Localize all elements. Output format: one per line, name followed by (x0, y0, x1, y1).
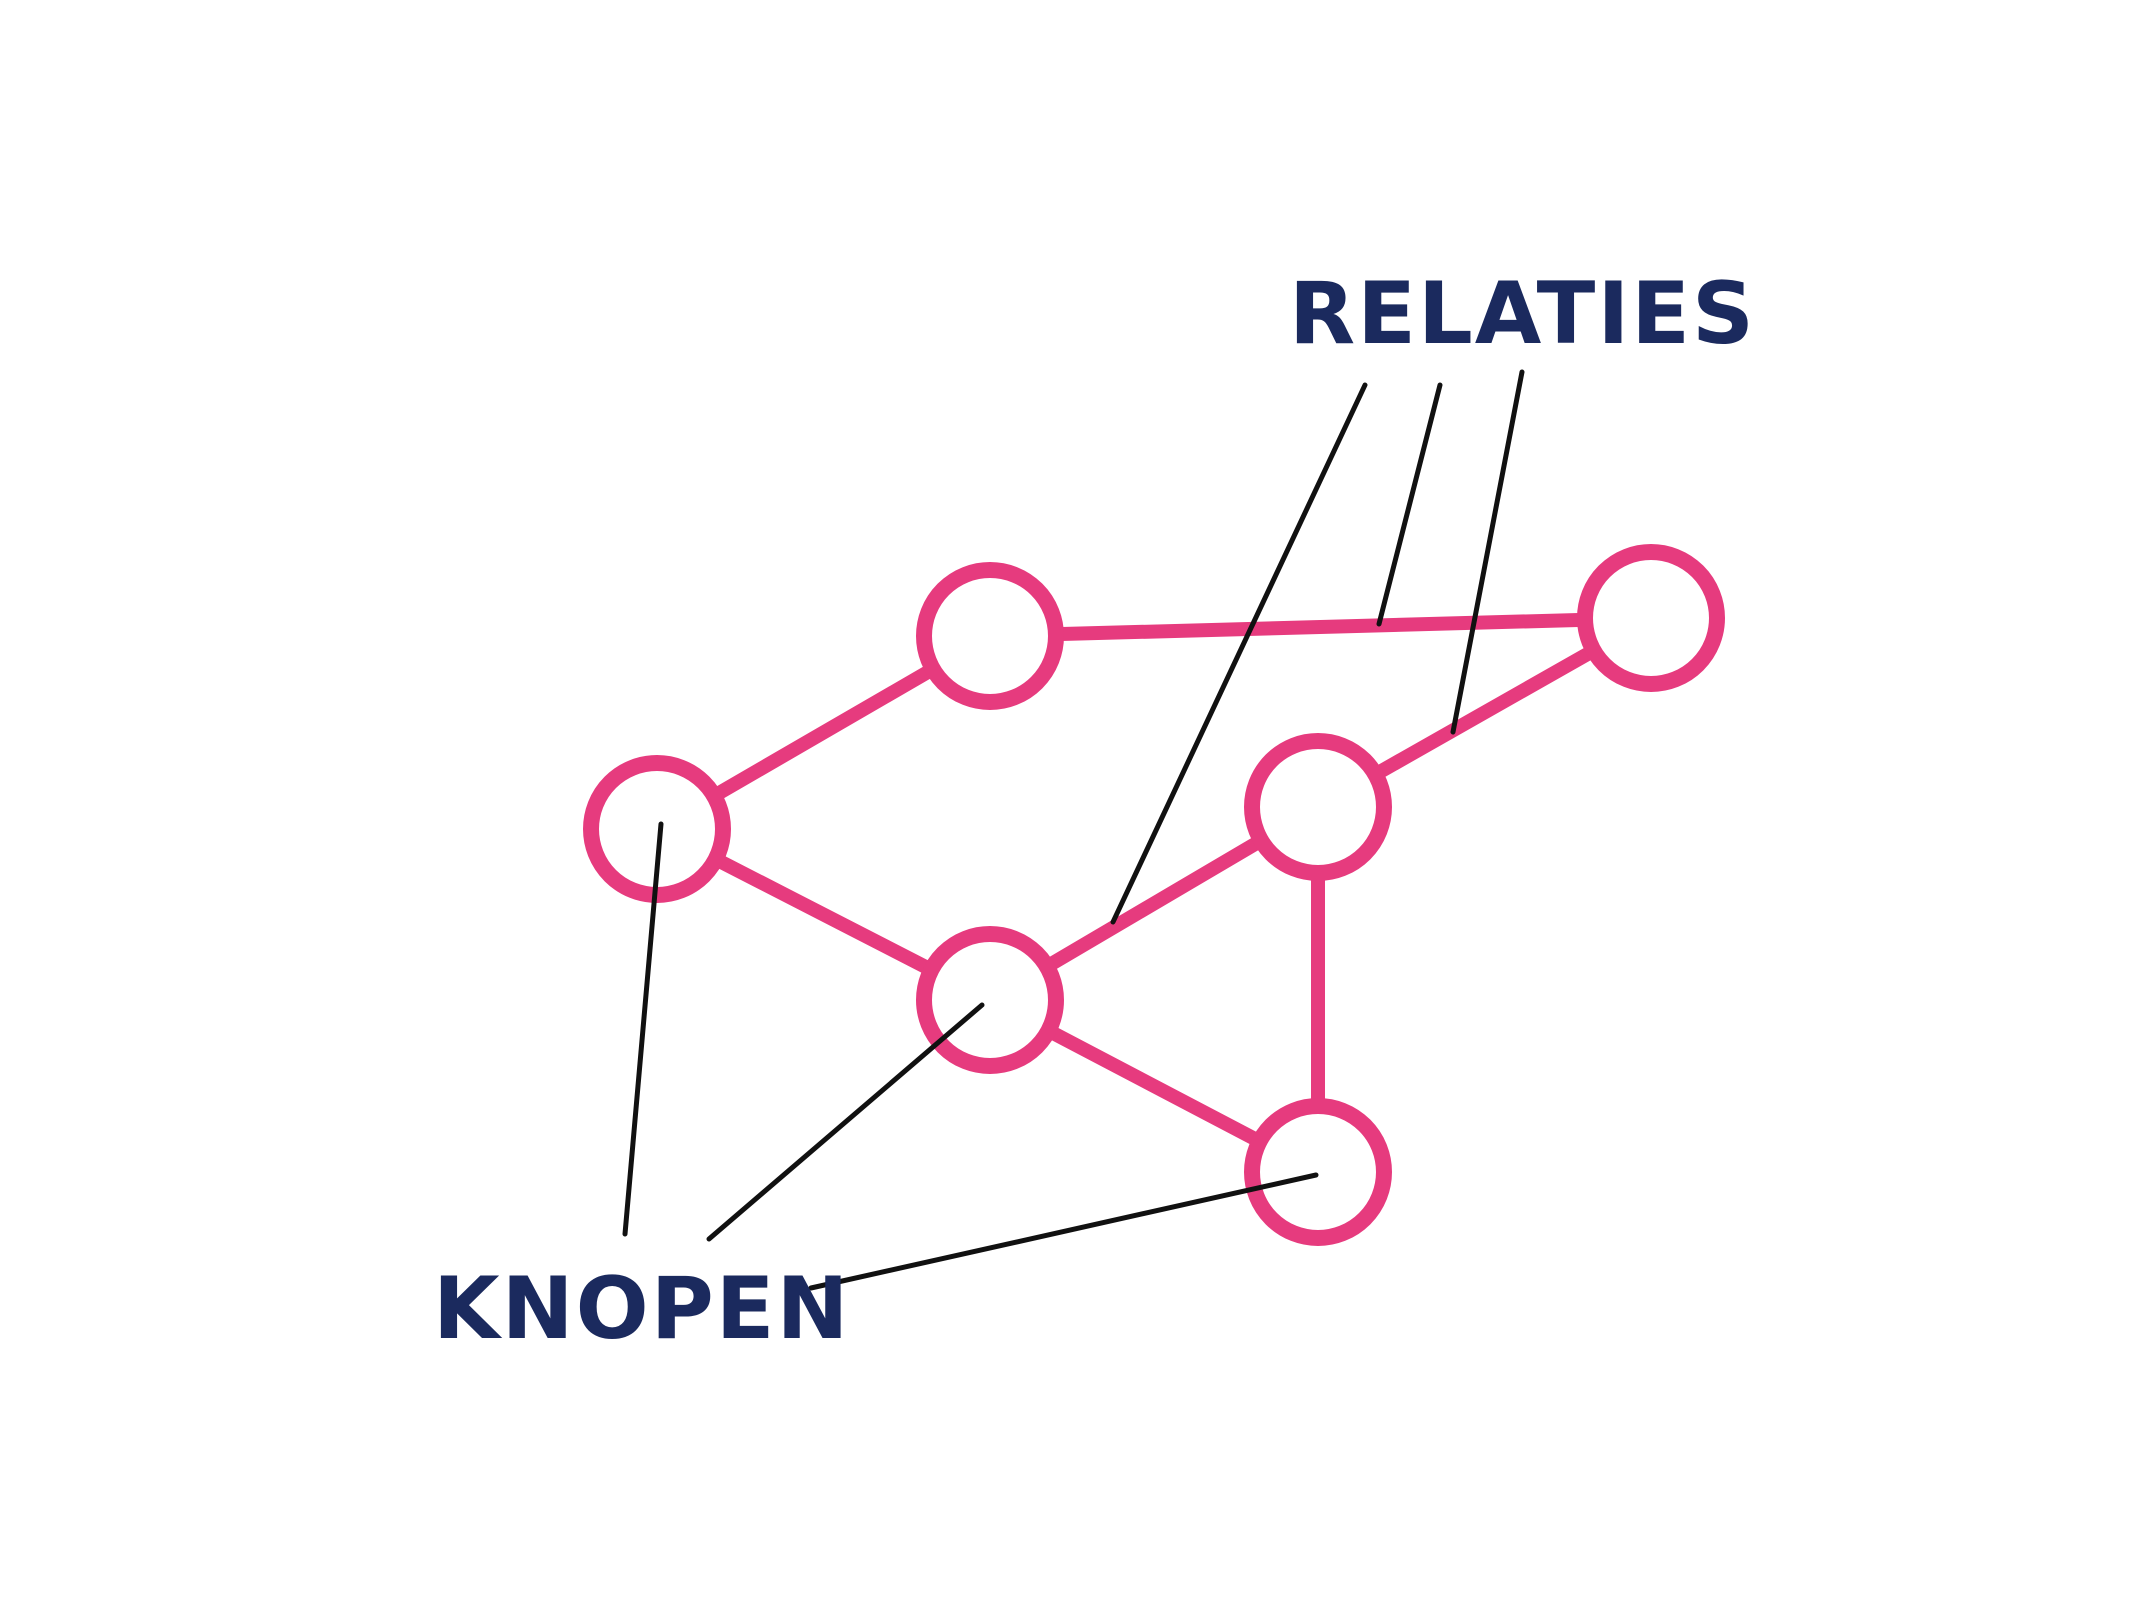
node-circle (1244, 1098, 1392, 1246)
node-circle (916, 562, 1064, 710)
node-circle (1244, 733, 1392, 881)
relaties-pointer-line (1450, 369, 1525, 735)
node-circle (1577, 544, 1725, 692)
knopen-pointer-line (706, 1002, 985, 1242)
knopen-pointer-line (808, 1172, 1319, 1291)
relaties-label: RELATIES (1289, 264, 1756, 364)
knopen-pointers (622, 821, 1319, 1291)
relaties-pointers (1110, 369, 1525, 925)
knopen-label: KNOPEN (433, 1259, 850, 1359)
relaties-pointer-line (1376, 382, 1443, 627)
relations (650, 611, 1658, 1179)
node-circle (916, 926, 1064, 1074)
relaties-pointer-line (1110, 382, 1368, 925)
knopen-pointer-line (622, 821, 664, 1237)
relation-edge (983, 611, 1658, 643)
nodes (583, 544, 1725, 1246)
